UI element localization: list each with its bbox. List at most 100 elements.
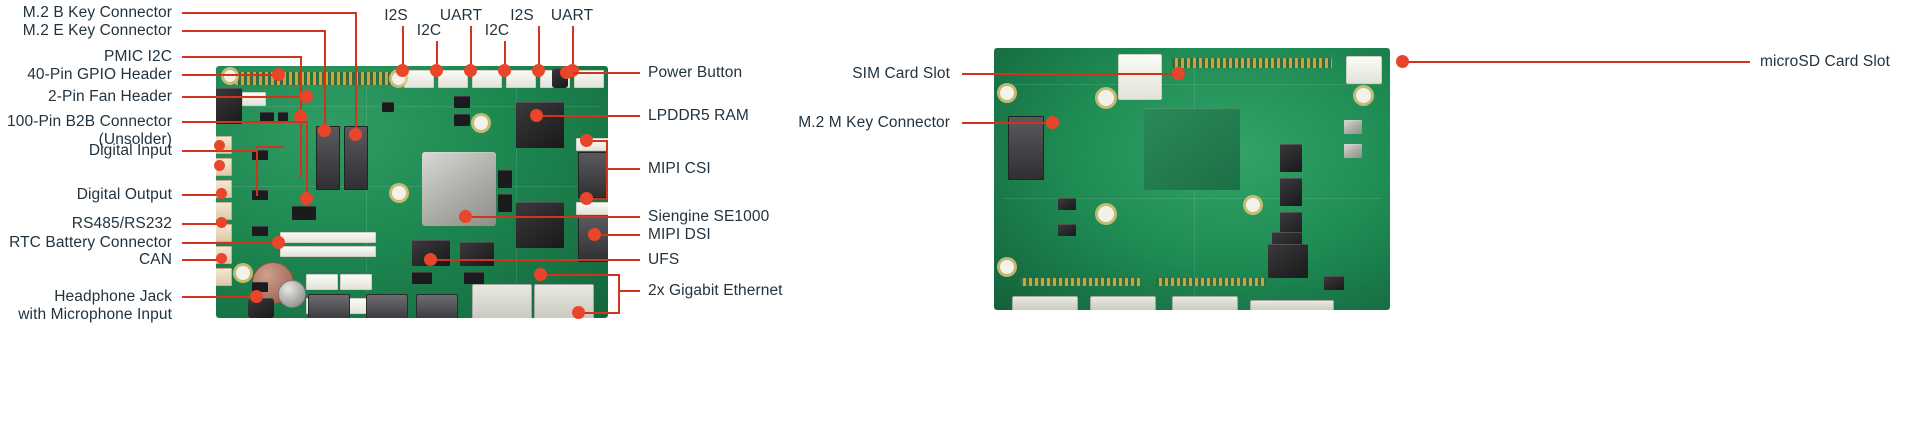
callout-label-uart-2: UART	[550, 7, 594, 24]
callout-label-digital-output: Digital Output	[76, 186, 172, 203]
callout-dot-fan-header	[300, 90, 313, 103]
callout-label-sim-card-slot: SIM Card Slot	[852, 65, 950, 82]
leader-m2-b-key-v	[355, 12, 357, 134]
right-board-image	[994, 48, 1390, 310]
callout-dot-sim-card-slot	[1172, 67, 1185, 80]
callout-dot-b2b-connector	[300, 192, 313, 205]
leader-lpddr5-ram	[536, 115, 640, 117]
callout-dot-i2c-1	[430, 64, 443, 77]
callout-label-rtc-battery: RTC Battery Connector	[9, 234, 172, 251]
callout-label-pmic-i2c: PMIC I2C	[104, 48, 172, 65]
callout-dot-microsd-card-slot	[1396, 55, 1409, 68]
mipi-csi-connector-2	[578, 152, 608, 198]
leader-mipi-csi-bracket	[606, 140, 608, 200]
callout-dot-ethernet-1	[534, 268, 547, 281]
leader-siengine-se1000	[465, 216, 640, 218]
callout-dot-mipi-csi-2	[580, 192, 593, 205]
leader-microsd-card-slot	[1402, 61, 1750, 63]
fan-header-connector	[242, 92, 266, 106]
callout-dot-ethernet-2	[572, 306, 585, 319]
b2b-connector-2	[280, 246, 376, 257]
leader-mipi-dsi	[594, 234, 640, 236]
leader-b2b-h	[182, 121, 308, 123]
sim-card-slot-tray	[1118, 54, 1162, 100]
callout-dot-siengine-se1000	[459, 210, 472, 223]
leader-m2-m-key	[962, 122, 1052, 124]
callout-label-i2s-2: I2S	[510, 7, 534, 24]
callout-label-ufs: UFS	[648, 251, 680, 268]
leader-i2c-2	[504, 41, 506, 68]
callout-dot-m2-m-key	[1046, 116, 1059, 129]
ethernet-port-1	[472, 284, 532, 318]
large-ic	[1268, 244, 1308, 278]
leader-m2-e-key-h	[182, 30, 326, 32]
callout-dot-i2c-2	[498, 64, 511, 77]
callout-label-rs485-rs232: RS485/RS232	[71, 215, 172, 232]
headphone-jack-connector	[248, 298, 274, 318]
fpc-connector-4	[506, 70, 536, 88]
leader-digital-input-h2	[256, 146, 284, 148]
callout-label-m2-m-key: M.2 M Key Connector	[798, 114, 950, 131]
callout-dot-digital-output	[216, 188, 227, 199]
leader-mipi-csi-b	[586, 198, 608, 200]
callout-label-m2-e-key: M.2 E Key Connector	[22, 22, 172, 39]
leader-i2s-1	[402, 26, 404, 68]
callout-label-microsd-card-slot: microSD Card Slot	[1760, 53, 1891, 70]
callout-label-uart-1: UART	[439, 7, 483, 24]
electrolytic-capacitor	[278, 280, 306, 308]
leader-m2-e-key-v	[324, 30, 326, 130]
callout-dot-power-button	[560, 66, 573, 79]
leader-eth-main	[618, 290, 640, 292]
left-board-image	[216, 66, 608, 318]
leader-digital-input-v	[256, 150, 258, 196]
leader-b2b-v	[306, 121, 308, 201]
mipi-dsi-connector-1	[576, 202, 608, 215]
callout-label-siengine-se1000: Siengine SE1000	[648, 208, 770, 225]
fan-header-block	[216, 88, 242, 124]
callout-dot-gpio-header	[272, 68, 285, 81]
lpddr5-ram-1	[516, 102, 564, 148]
callout-label-can: CAN	[138, 251, 172, 268]
b2b-connector-1	[280, 232, 376, 243]
leader-rtc-battery	[182, 242, 278, 244]
leader-pmic-i2c-h	[182, 56, 302, 58]
callout-dot-m2-e-key	[318, 124, 331, 137]
callout-dot-i2s-2	[532, 64, 545, 77]
leader-ufs	[430, 259, 640, 261]
callout-label-headphone-jack: Headphone Jack with Microphone Input	[18, 288, 172, 323]
callout-dot-mipi-dsi	[588, 228, 601, 241]
callout-dot-digital-input-1	[214, 140, 225, 151]
misc-ic-1	[460, 242, 494, 266]
leader-digital-output	[182, 194, 222, 196]
callout-label-gigabit-ethernet: 2x Gigabit Ethernet	[648, 282, 783, 299]
callout-label-mipi-csi: MIPI CSI	[648, 160, 711, 177]
callout-label-power-button: Power Button	[648, 64, 743, 81]
callout-label-mipi-dsi: MIPI DSI	[648, 226, 711, 243]
leader-eth-b	[578, 312, 620, 314]
callout-label-i2c-1: I2C	[416, 22, 442, 39]
leader-power-button	[566, 72, 640, 74]
leader-i2s-2	[538, 26, 540, 68]
callout-dot-rtc-battery	[272, 236, 285, 249]
leader-mipi-csi-a	[586, 140, 608, 142]
leader-eth-a	[540, 274, 620, 276]
leader-i2c-1	[436, 41, 438, 68]
leader-uart-2	[572, 26, 574, 68]
shield-can	[1144, 108, 1240, 190]
leader-rs485	[182, 223, 222, 225]
callout-label-i2c-2: I2C	[484, 22, 510, 39]
leader-fan-header	[182, 96, 304, 98]
m2-m-key-slot	[1008, 116, 1044, 180]
leader-digital-input-h	[182, 150, 258, 152]
hdmi-port	[308, 294, 350, 318]
callout-dot-headphone-jack	[250, 290, 263, 303]
usb-port-1	[366, 294, 408, 318]
leader-mipi-csi-main	[606, 168, 640, 170]
callout-dot-rs485-rs232	[216, 217, 227, 228]
fpc-connector-6	[574, 70, 604, 88]
callout-label-fan-header: 2-Pin Fan Header	[48, 88, 172, 105]
microsd-card-slot-tray	[1346, 56, 1382, 84]
leader-can	[182, 259, 222, 261]
callout-dot-lpddr5-ram	[530, 109, 543, 122]
